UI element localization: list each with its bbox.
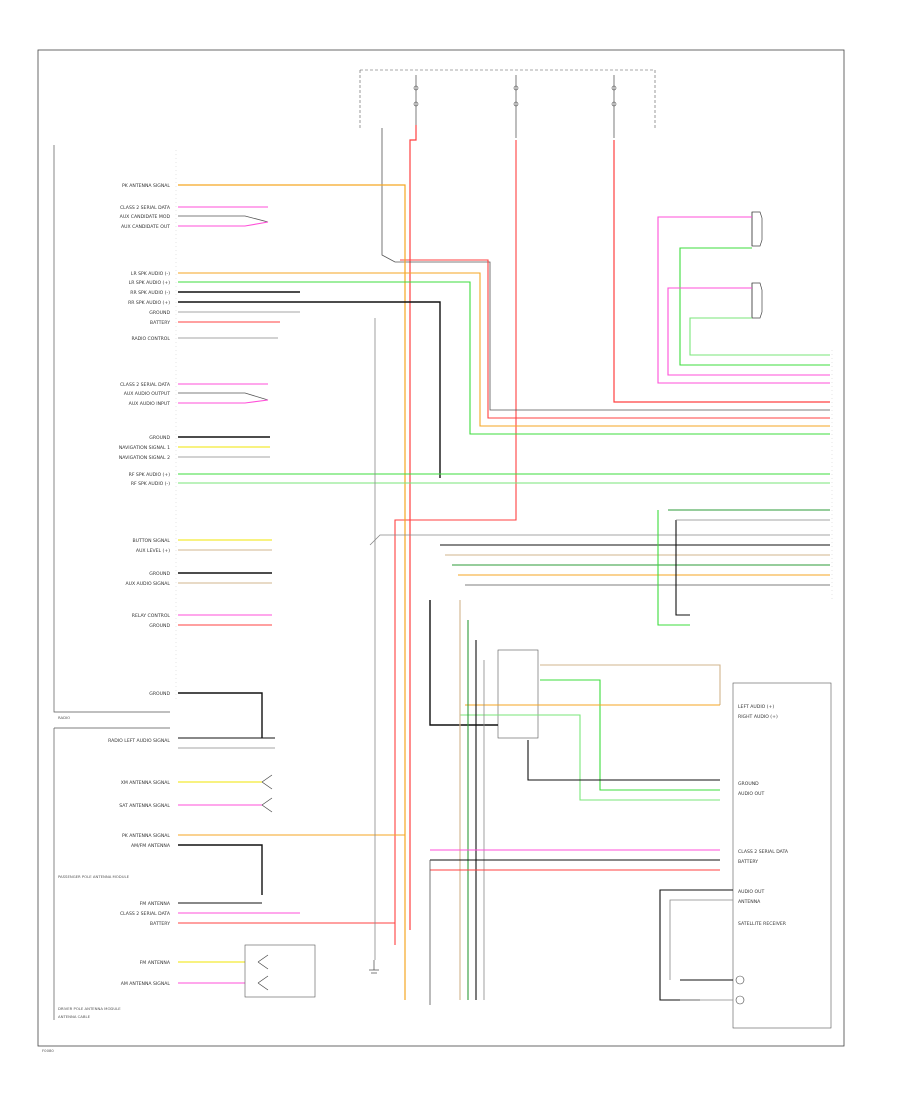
left-label-18: RF SPK AUDIO (-) — [131, 481, 170, 487]
wire-black-main — [381, 128, 830, 411]
wire-pink-aux-2 — [178, 221, 269, 227]
wire-black-junction-left — [429, 600, 498, 726]
wire-orange-pk — [178, 184, 406, 1000]
right-label-2: GROUND — [738, 781, 759, 787]
wire-green-junction-2 — [540, 679, 720, 791]
left-label-20: AUX LEVEL (+) — [136, 548, 170, 554]
left-label-33: BATTERY — [150, 921, 170, 927]
wire-green-lr-pos — [178, 281, 830, 435]
right-label-5: BATTERY — [738, 859, 758, 865]
right-rear-speaker — [751, 282, 763, 319]
left-label-28: SAT ANTENNA SIGNAL — [119, 803, 170, 809]
note-cable: ANTENNA CABLE — [58, 1014, 91, 1019]
left-label-column: PK ANTENNA SIGNAL CLASS 2 SERIAL DATA AU… — [108, 183, 171, 987]
right-label-6: AUDIO OUT — [738, 889, 764, 895]
wire-tan-lr-neg — [178, 272, 830, 427]
wire-green-rr-spk — [689, 317, 830, 356]
left-label-6: RR SPK AUDIO (-) — [130, 290, 170, 296]
xm-antenna-icon — [261, 774, 273, 813]
left-label-0: PK ANTENNA SIGNAL — [122, 183, 170, 189]
left-label-29: PK ANTENNA SIGNAL — [122, 833, 170, 839]
wire-black-sat-1 — [659, 889, 733, 1001]
left-label-23: RELAY CONTROL — [132, 613, 171, 619]
left-label-4: LR SPK AUDIO (-) — [131, 271, 170, 277]
antenna-module-outline — [53, 727, 170, 1020]
wire-black-gnd-4 — [178, 692, 263, 738]
wire-red-fuse1 — [409, 125, 417, 930]
left-label-2: AUX CANDIDATE MOD — [120, 214, 171, 220]
left-label-3: AUX CANDIDATE OUT — [121, 224, 170, 230]
left-label-14: GROUND — [149, 435, 170, 441]
left-label-24: GROUND — [149, 623, 170, 629]
wire-green-junction-4 — [460, 714, 720, 801]
wire-gray-aux-out — [178, 392, 269, 401]
fuse-1 — [413, 75, 419, 125]
wire-red-fuse3 — [613, 140, 830, 403]
left-label-13: AUX AUDIO INPUT — [129, 401, 171, 407]
radio-label: RADIO — [58, 715, 70, 720]
satellite-receiver-module — [732, 682, 832, 1029]
wire-gray-center-2 — [369, 534, 830, 546]
left-pole-antenna-icon — [257, 954, 269, 991]
right-label-column: LEFT AUDIO (+) RIGHT AUDIO (+) GROUND AU… — [738, 704, 789, 927]
fuse-3 — [611, 75, 617, 138]
left-label-19: BUTTON SIGNAL — [132, 538, 170, 544]
wire-black-bundle-drop — [675, 520, 690, 616]
fuse-block-outline — [359, 69, 656, 128]
wire-pink-aux-in — [178, 399, 269, 404]
left-label-27: XM ANTENNA SIGNAL — [121, 780, 171, 786]
left-pole-antenna-module — [244, 944, 316, 998]
left-label-34: FM ANTENNA — [140, 960, 171, 966]
left-label-8: GROUND — [149, 310, 170, 316]
center-junction-block — [497, 649, 539, 739]
wire-black-junction-5 — [527, 740, 720, 781]
left-label-21: GROUND — [149, 571, 170, 577]
right-label-3: AUDIO OUT — [738, 791, 764, 797]
left-label-16: NAVIGATION SIGNAL 2 — [119, 455, 170, 461]
left-label-11: CLASS 2 SERIAL DATA — [120, 382, 171, 388]
left-label-10: RADIO CONTROL — [131, 336, 170, 342]
note-driver: DRIVER POLE ANTENNA MODULE — [58, 1006, 121, 1011]
diagram-border — [37, 49, 845, 1047]
right-label-0: LEFT AUDIO (+) — [738, 704, 774, 710]
fuse-2 — [513, 75, 519, 138]
wire-black-rr-pos — [178, 301, 441, 478]
wire-green-bundle-drop — [657, 510, 690, 626]
radio-module-outline — [53, 145, 170, 713]
page-code: F0080 — [42, 1048, 54, 1053]
left-label-35: AM ANTENNA SIGNAL — [121, 981, 171, 987]
left-label-25: GROUND — [149, 691, 170, 697]
left-label-31: FM ANTENNA — [140, 901, 171, 907]
left-label-17: RF SPK AUDIO (+) — [129, 472, 171, 478]
wire-red-fuse2 — [394, 140, 517, 945]
left-label-9: BATTERY — [150, 320, 170, 326]
left-label-12: AUX AUDIO OUTPUT — [124, 391, 171, 397]
ground-icon — [369, 960, 379, 974]
wire-black-am-fm — [178, 844, 263, 895]
wire-pink-rf-spk — [657, 216, 830, 384]
wire-red-main — [400, 259, 830, 419]
left-label-5: LR SPK AUDIO (+) — [129, 280, 170, 286]
left-label-22: AUX AUDIO SIGNAL — [125, 581, 170, 587]
left-label-32: CLASS 2 SERIAL DATA — [120, 911, 171, 917]
left-label-1: CLASS 2 SERIAL DATA — [120, 205, 171, 211]
left-label-26: RADIO LEFT AUDIO SIGNAL — [108, 738, 170, 744]
right-label-7: ANTENNA — [738, 899, 761, 905]
left-label-30: AM/FM ANTENNA — [131, 843, 171, 849]
left-label-15: NAVIGATION SIGNAL 1 — [119, 445, 170, 451]
wire-tan-junction-1 — [540, 664, 721, 705]
note-passenger: PASSENGER POLE ANTENNA MODULE — [58, 874, 130, 879]
right-label-8: SATELLITE RECEIVER — [738, 921, 787, 927]
wire-green-rf-spk — [679, 247, 830, 366]
right-label-4: CLASS 2 SERIAL DATA — [738, 849, 789, 855]
wire-gray-aux-1 — [178, 215, 269, 223]
wire-gray-sat-2 — [669, 899, 733, 980]
right-front-speaker — [751, 211, 763, 247]
sat-antenna-icon — [735, 975, 745, 1005]
right-label-1: RIGHT AUDIO (+) — [738, 714, 778, 720]
left-label-7: RR SPK AUDIO (+) — [128, 300, 170, 306]
wire-pink-rr-spk — [667, 287, 830, 376]
